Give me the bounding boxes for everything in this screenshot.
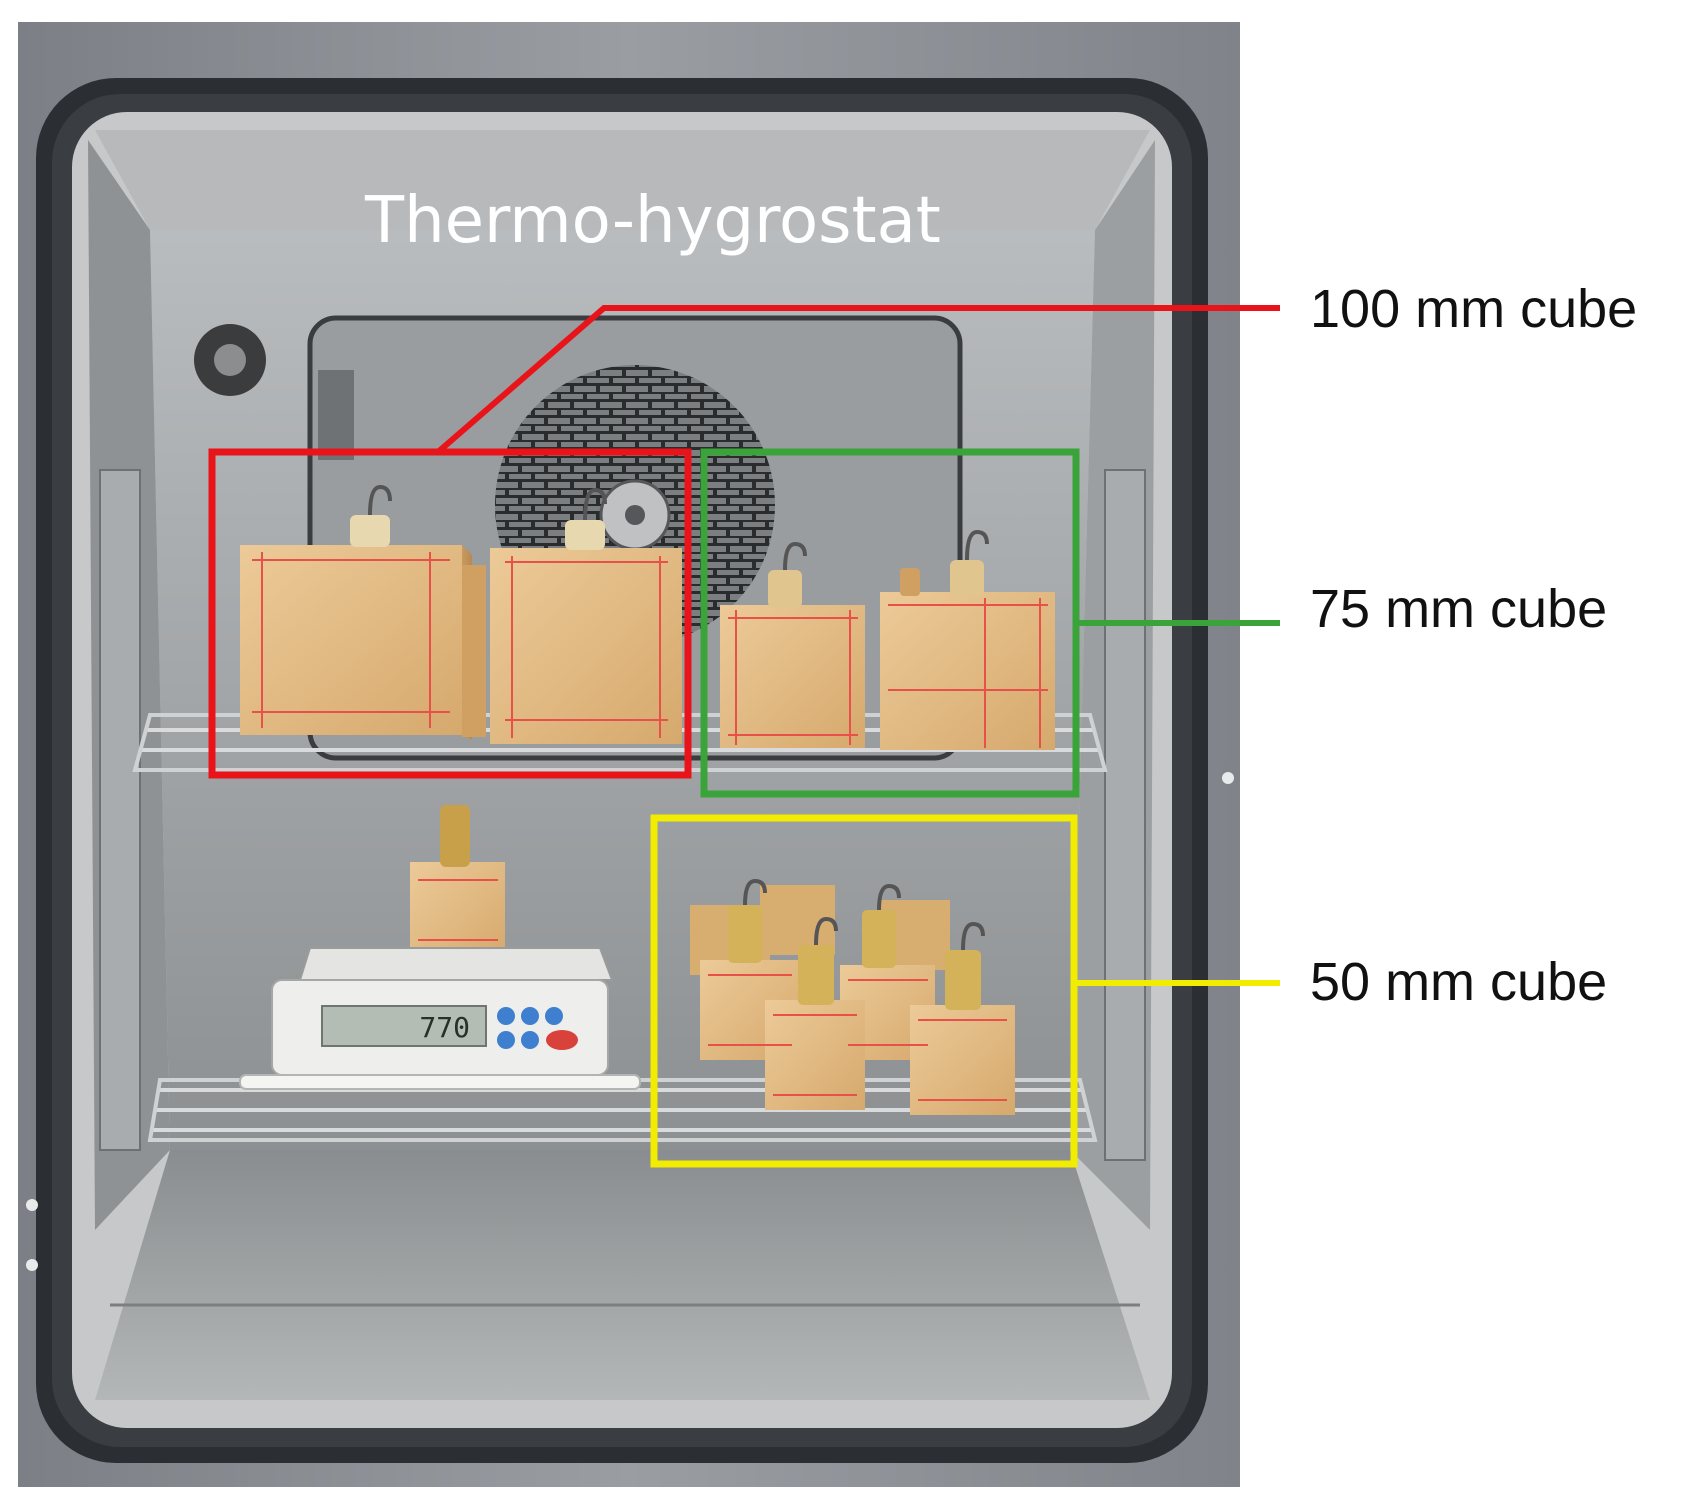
balance-scale: 770 [239, 947, 641, 1090]
cube-50mm-group [690, 878, 1015, 1115]
chamber-floor [95, 1150, 1150, 1400]
scale-button-2 [521, 1007, 539, 1025]
chamber-ceiling [95, 130, 1150, 230]
callout-50mm: 50 mm cube [650, 814, 1607, 1168]
highlight-box-50mm [650, 814, 1078, 1168]
scale-button-5 [521, 1031, 539, 1049]
cube-100mm-group [240, 484, 682, 744]
callout-100mm: 100 mm cube [208, 279, 1637, 779]
cube-75mm-group [720, 529, 1055, 750]
callout-75mm: 75 mm cube [700, 448, 1607, 798]
highlight-box-100mm [208, 448, 692, 779]
scale-button-4 [497, 1031, 515, 1049]
scale-button-1 [497, 1007, 515, 1025]
scale-button-red [546, 1030, 578, 1050]
callout-label-75mm: 75 mm cube [1310, 579, 1607, 639]
photo-title: Thermo-hygrostat [364, 184, 941, 258]
scale-display [321, 1005, 487, 1047]
scale-readout: 770 [419, 1011, 470, 1044]
scale-button-3 [545, 1007, 563, 1025]
leader-line-100mm [436, 305, 1280, 455]
callout-label-50mm: 50 mm cube [1310, 952, 1607, 1012]
callout-label-100mm: 100 mm cube [1310, 279, 1637, 339]
